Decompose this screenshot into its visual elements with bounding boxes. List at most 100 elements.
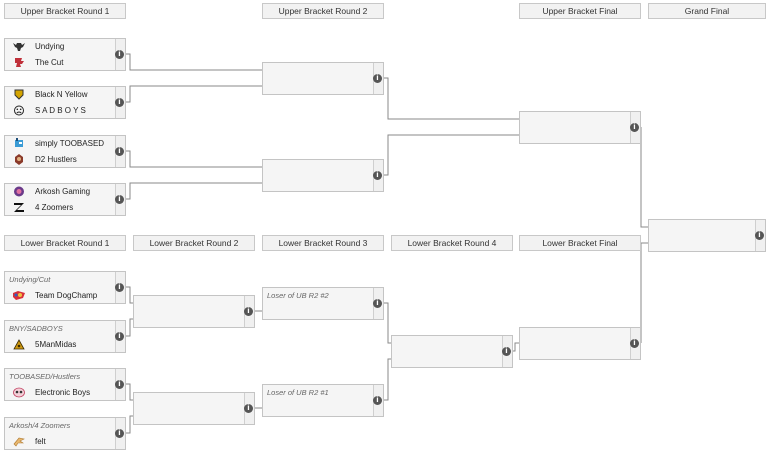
team-slot[interactable]: Undying [5,39,115,56]
info-icon[interactable]: i [373,74,382,83]
placeholder-label: Loser of UB R2 #1 [267,388,329,397]
placeholder-slot[interactable]: TOOBASED/Hustlers [5,369,115,386]
electronic-eye-icon [13,387,25,398]
match-info-bar: i [502,336,512,367]
team-slot[interactable]: 4 Zoomers [5,200,115,215]
team-slot[interactable]: Team DogChamp [5,288,115,303]
team-slot[interactable]: 5ManMidas [5,337,115,352]
ub-r1-match-2[interactable]: Black N Yellow S A D B O Y S i [4,86,126,119]
info-icon[interactable]: i [115,50,124,59]
info-icon[interactable]: i [373,171,382,180]
header-grand-final: Grand Final [648,3,766,19]
team-slot[interactable]: Electronic Boys [5,385,115,400]
team-name: Electronic Boys [35,388,91,397]
team-name: simply TOOBASED [35,139,105,148]
info-icon[interactable]: i [630,339,639,348]
info-icon[interactable]: i [115,429,124,438]
header-lb-round-2: Lower Bracket Round 2 [133,235,255,251]
sad-face-icon [14,105,24,116]
placeholder-slot[interactable]: Undying/Cut [5,272,115,289]
info-icon[interactable]: i [502,347,511,356]
yellow-shield-icon [14,89,24,100]
team-slot[interactable] [263,79,373,94]
team-name: 4 Zoomers [35,203,74,212]
team-name: Black N Yellow [35,90,88,99]
match-info-bar: i [115,87,125,118]
info-icon[interactable]: i [115,195,124,204]
team-slot[interactable] [134,409,244,424]
team-name: D2 Hustlers [35,155,77,164]
header-lb-round-4: Lower Bracket Round 4 [391,235,513,251]
match-info-bar: i [630,112,640,143]
team-slot[interactable] [520,328,630,345]
ub-r1-match-1[interactable]: Undying The Cut i [4,38,126,71]
lb-r1-match-2[interactable]: BNY/SADBOYS 5ManMidas i [4,320,126,353]
lb-r1-match-1[interactable]: Undying/Cut Team DogChamp i [4,271,126,304]
placeholder-label: BNY/SADBOYS [9,324,63,333]
placeholder-label: Arkosh/4 Zoomers [9,421,71,430]
team-slot[interactable] [134,296,244,313]
info-icon[interactable]: i [115,332,124,341]
info-icon[interactable]: i [115,147,124,156]
team-slot[interactable] [649,236,755,251]
team-slot[interactable] [263,176,373,191]
grand-final-match[interactable]: i [648,219,766,252]
info-icon[interactable]: i [244,404,253,413]
team-slot[interactable]: Black N Yellow [5,87,115,104]
placeholder-slot[interactable]: Arkosh/4 Zoomers [5,418,115,435]
placeholder-slot[interactable]: Loser of UB R2 #1 [263,385,373,402]
header-ub-round-1: Upper Bracket Round 1 [4,3,126,19]
match-info-bar: i [115,418,125,449]
info-icon[interactable]: i [755,231,764,240]
team-slot[interactable] [134,312,244,327]
match-info-bar: i [115,369,125,400]
ub-r2-match-1[interactable]: i [262,62,384,95]
team-slot[interactable] [263,63,373,80]
lb-r1-match-4[interactable]: Arkosh/4 Zoomers felt i [4,417,126,450]
team-slot[interactable] [263,401,373,416]
info-icon[interactable]: i [115,283,124,292]
team-slot[interactable] [520,128,630,143]
midas-triangle-icon [13,339,25,350]
info-icon[interactable]: i [115,98,124,107]
ub-r1-match-3[interactable]: simply TOOBASED D2 Hustlers i [4,135,126,168]
team-slot[interactable]: D2 Hustlers [5,152,115,167]
lb-r2-match-2[interactable]: i [133,392,255,425]
lb-r3-match-2[interactable]: Loser of UB R2 #1 i [262,384,384,417]
match-info-bar: i [373,288,383,319]
team-name: The Cut [35,58,64,67]
ub-r1-match-4[interactable]: Arkosh Gaming 4 Zoomers i [4,183,126,216]
lb-r1-match-3[interactable]: TOOBASED/Hustlers Electronic Boys i [4,368,126,401]
lb-final-match[interactable]: i [519,327,641,360]
team-slot[interactable] [263,160,373,177]
info-icon[interactable]: i [630,123,639,132]
info-icon[interactable]: i [373,299,382,308]
lb-r2-match-1[interactable]: i [133,295,255,328]
ub-r2-match-2[interactable]: i [262,159,384,192]
team-slot[interactable]: simply TOOBASED [5,136,115,153]
team-slot[interactable]: S A D B O Y S [5,103,115,118]
info-icon[interactable]: i [115,380,124,389]
placeholder-label: Undying/Cut [9,275,51,284]
match-info-bar: i [244,296,254,327]
match-info-bar: i [115,272,125,303]
header-lb-round-3: Lower Bracket Round 3 [262,235,384,251]
team-slot[interactable] [520,344,630,359]
team-slot[interactable] [520,112,630,129]
lb-r3-match-1[interactable]: Loser of UB R2 #2 i [262,287,384,320]
info-icon[interactable]: i [244,307,253,316]
lb-r4-match[interactable]: i [391,335,513,368]
team-slot[interactable] [392,336,502,353]
placeholder-slot[interactable]: BNY/SADBOYS [5,321,115,338]
team-slot[interactable] [649,220,755,237]
team-slot[interactable]: Arkosh Gaming [5,184,115,201]
team-slot[interactable] [392,352,502,367]
team-slot[interactable]: The Cut [5,55,115,70]
team-slot[interactable] [134,393,244,410]
ub-final-match[interactable]: i [519,111,641,144]
team-slot[interactable]: felt [5,434,115,449]
team-slot[interactable] [263,304,373,319]
info-icon[interactable]: i [373,396,382,405]
red-knight-icon [15,58,24,67]
placeholder-slot[interactable]: Loser of UB R2 #2 [263,288,373,305]
